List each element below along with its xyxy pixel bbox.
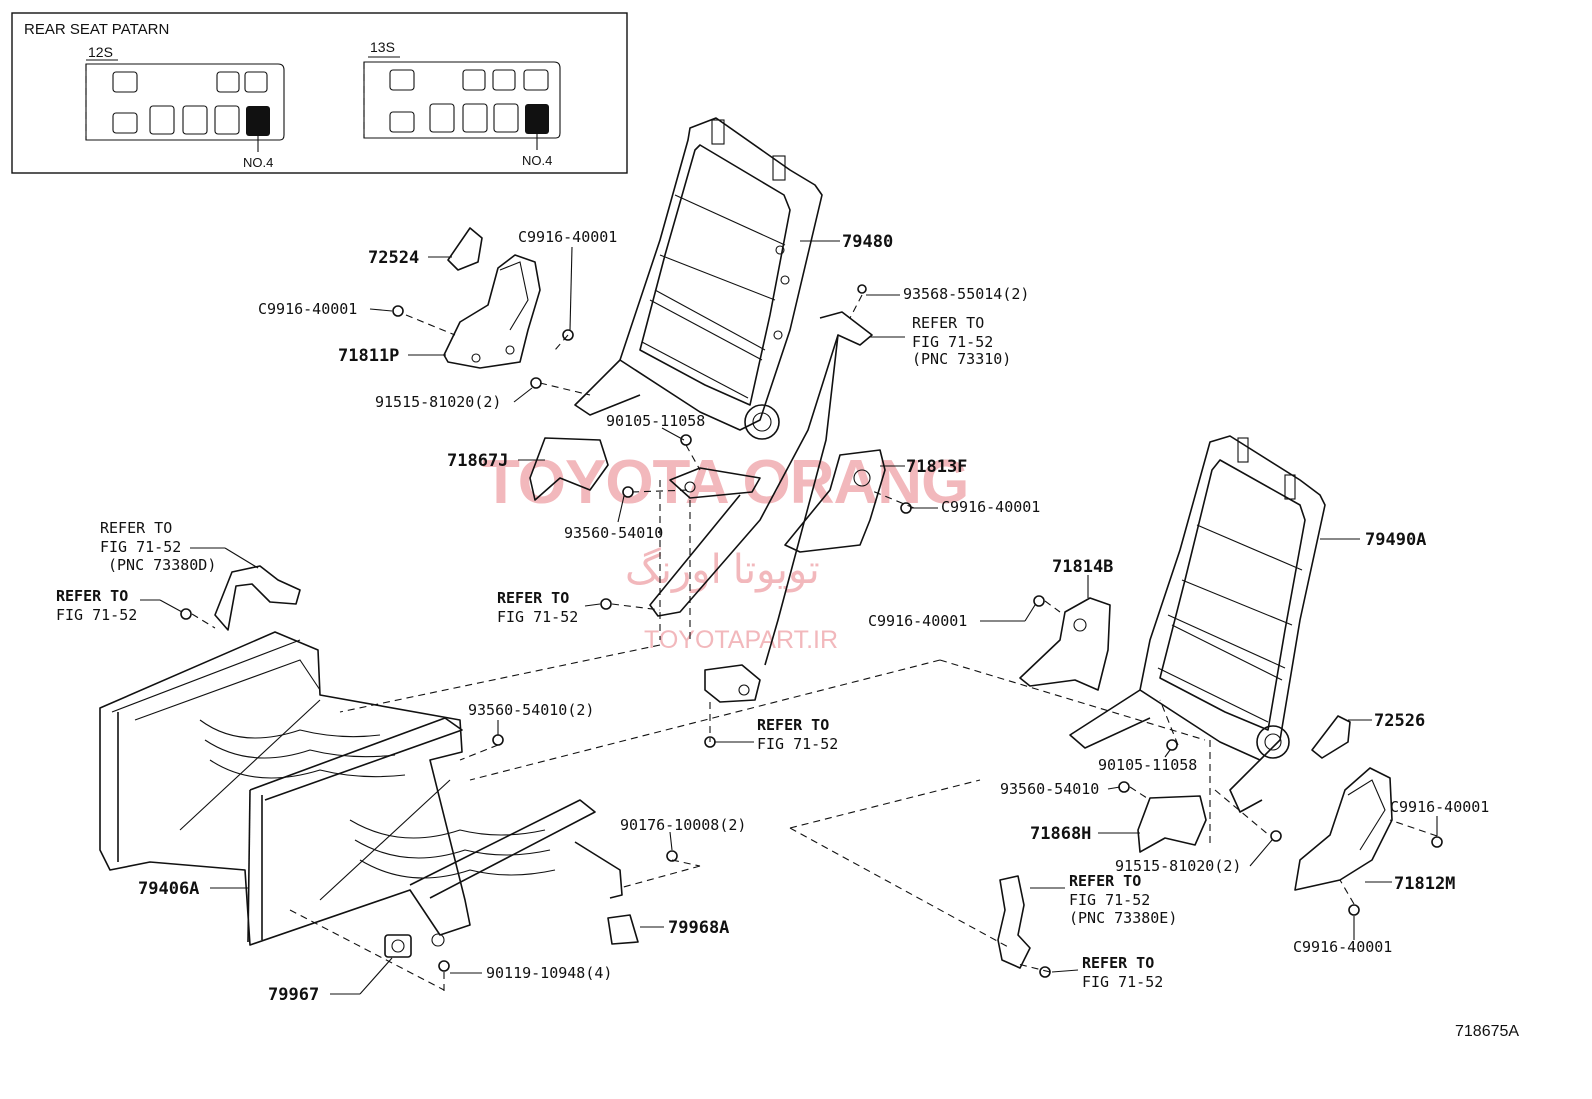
label-71813f: 71813F [906, 457, 967, 477]
label-90105-a: 90105-11058 [606, 412, 705, 430]
refer-5a: REFER TO [757, 716, 829, 734]
refer-6b: FIG 71-52 [1069, 891, 1150, 909]
refer-7b: FIG 71-52 [1082, 973, 1163, 991]
refer-4a: REFER TO [497, 589, 569, 607]
label-79968a: 79968A [668, 918, 729, 938]
cover-71814b [1019, 597, 1111, 691]
label-79406a: 79406A [138, 879, 199, 899]
dashed-guides [191, 294, 1438, 996]
inset-title: REAR SEAT PATARN [24, 21, 169, 38]
watermark-site: TOYOTAPART.IR [644, 626, 838, 654]
label-71812m: 71812M [1394, 874, 1455, 894]
refer-1c: (PNC 73310) [912, 350, 1011, 368]
cover-71813f [784, 449, 886, 553]
refer-1a: REFER TO [912, 314, 984, 332]
belt-buckle-73380e [997, 875, 1031, 969]
refer-6a: REFER TO [1069, 872, 1141, 890]
label-71814b: 71814B [1052, 557, 1113, 577]
label-79490a: 79490A [1365, 530, 1426, 550]
label-90176: 90176-10008(2) [620, 816, 746, 834]
refer-3b: FIG 71-52 [56, 606, 137, 624]
part-labels: 72524 C9916-40001 C9916-40001 71811P 915… [56, 228, 1489, 1005]
cover-71867j [529, 437, 609, 501]
pad-79967 [384, 934, 412, 958]
label-c9916-c: C9916-40001 [941, 498, 1040, 516]
seat-no4-13s [525, 104, 549, 134]
label-93560-a: 93560-54010 [564, 524, 663, 542]
label-79967: 79967 [268, 985, 319, 1005]
layout-13s-label: 13S [370, 39, 395, 55]
cover-71811p [443, 254, 541, 369]
label-c9916-d: C9916-40001 [868, 612, 967, 630]
belt-buckle-73380d [214, 565, 301, 631]
knob-72526 [1311, 715, 1351, 759]
refer-1b: FIG 71-52 [912, 333, 993, 351]
rear-seat-pattern-inset: REAR SEAT PATARN 12S NO.4 13S [11, 12, 628, 174]
label-71867j: 71867J [447, 451, 508, 471]
watermark-latin: TOYOTA ORANG [482, 448, 968, 517]
marker-12s: NO.4 [243, 155, 273, 170]
label-91515-b: 91515-81020(2) [1115, 857, 1241, 875]
marker-13s: NO.4 [522, 153, 552, 168]
refer-5b: FIG 71-52 [757, 735, 838, 753]
knob-72524 [447, 227, 483, 271]
label-93560-c: 93560-54010 [1000, 780, 1099, 798]
label-c9916-b: C9916-40001 [258, 300, 357, 318]
refer-2a: REFER TO [100, 519, 172, 537]
label-71868h: 71868H [1030, 824, 1091, 844]
seat-belt-assembly-center [649, 311, 873, 703]
label-c9916-e: C9916-40001 [1390, 798, 1489, 816]
refer-3a: REFER TO [56, 587, 128, 605]
label-93568: 93568-55014(2) [903, 285, 1029, 303]
layout-12s-label: 12S [88, 44, 113, 60]
clip-79968a [607, 914, 639, 945]
cover-71812m [1294, 767, 1393, 891]
seat-back-frame-79490a [1069, 435, 1326, 813]
seat-no4-12s [246, 106, 270, 136]
label-c9916-a: C9916-40001 [518, 228, 617, 246]
label-72526: 72526 [1374, 711, 1425, 731]
seat-back-frame-79480 [574, 117, 823, 440]
label-93560-b: 93560-54010(2) [468, 701, 594, 719]
figure-id: 718675A [1455, 1023, 1519, 1040]
label-91515-a: 91515-81020(2) [375, 393, 501, 411]
refer-2b: FIG 71-52 [100, 538, 181, 556]
refer-7a: REFER TO [1082, 954, 1154, 972]
refer-6c: (PNC 73380E) [1069, 909, 1177, 927]
leader-lines [140, 240, 1438, 995]
label-c9916-f: C9916-40001 [1293, 938, 1392, 956]
refer-4b: FIG 71-52 [497, 608, 578, 626]
label-79480: 79480 [842, 232, 893, 252]
label-90105-b: 90105-11058 [1098, 756, 1197, 774]
label-90119: 90119-10948(4) [486, 964, 612, 982]
cover-71868h [1137, 795, 1207, 853]
seat-cushion-frame-79406a [99, 631, 623, 946]
refer-2c: (PNC 73380D) [108, 556, 216, 574]
label-71811p: 71811P [338, 346, 399, 366]
label-72524: 72524 [368, 248, 419, 268]
